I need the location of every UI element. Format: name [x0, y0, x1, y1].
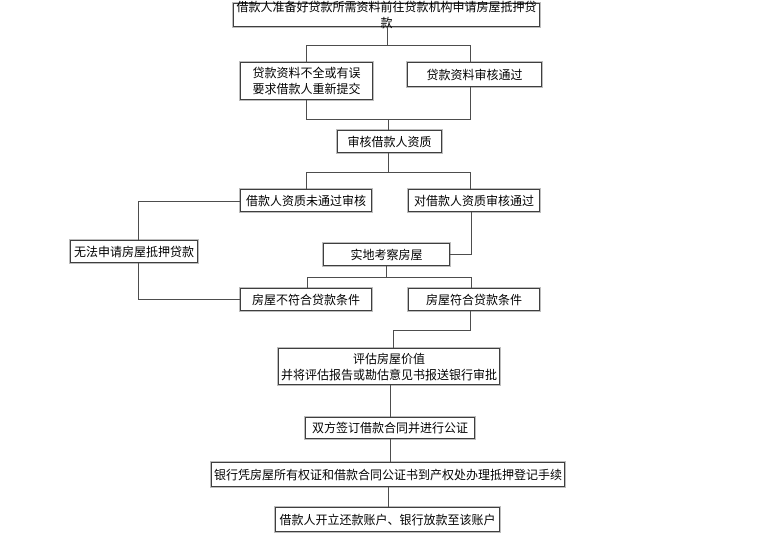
connector-line — [388, 153, 389, 172]
connector-line — [470, 172, 471, 189]
node-prepare-application: 借款人准备好贷款所需资料前往贷款机构申请房屋抵押贷款 — [233, 0, 540, 30]
connector-line — [470, 311, 471, 330]
connector-line — [388, 119, 389, 130]
node-appraise-house: 评估房屋价值 并将评估报告或勘估意见书报送银行审批 — [278, 348, 500, 385]
connector-line — [388, 487, 389, 507]
node-review-borrower-qualification: 审核借款人资质 — [337, 130, 442, 153]
connector-line — [471, 277, 472, 288]
node-materials-incomplete: 贷款资料不全或有误 要求借款人重新提交 — [240, 62, 373, 100]
connector-line — [390, 439, 391, 462]
node-house-eligible: 房屋符合贷款条件 — [408, 288, 540, 311]
connector-line — [471, 212, 472, 255]
node-qualification-approved: 对借款人资质审核通过 — [408, 189, 540, 212]
connector-line — [393, 330, 394, 348]
node-open-repayment-account: 借款人开立还款账户、银行放款至该账户 — [275, 507, 500, 532]
connector-line — [306, 45, 307, 63]
connector-line — [386, 266, 387, 277]
connector-line — [307, 277, 308, 288]
connector-line — [306, 100, 307, 119]
node-mortgage-registration: 银行凭房屋所有权证和借款合同公证书到产权处办理抵押登记手续 — [211, 462, 565, 487]
connector-line — [390, 385, 391, 417]
node-materials-approved: 贷款资料审核通过 — [407, 62, 542, 87]
connector-line — [306, 45, 471, 46]
connector-line — [470, 87, 471, 119]
connector-line — [393, 330, 471, 331]
node-sign-contract-notarize: 双方签订借款合同并进行公证 — [305, 417, 475, 439]
connector-line — [307, 277, 472, 278]
connector-line — [470, 45, 471, 63]
node-site-inspection: 实地考察房屋 — [323, 243, 450, 266]
connector-line — [306, 172, 471, 173]
node-cannot-apply-loan: 无法申请房屋抵押贷款 — [70, 240, 198, 263]
connector-line — [138, 299, 240, 300]
connector-line — [138, 201, 139, 240]
connector-line — [138, 263, 139, 299]
connector-line — [450, 254, 472, 255]
node-house-not-eligible: 房屋不符合贷款条件 — [240, 288, 372, 311]
connector-line — [306, 172, 307, 189]
connector-line — [138, 201, 240, 202]
node-qualification-rejected: 借款人资质未通过审核 — [240, 189, 372, 212]
connector-line — [387, 27, 388, 45]
